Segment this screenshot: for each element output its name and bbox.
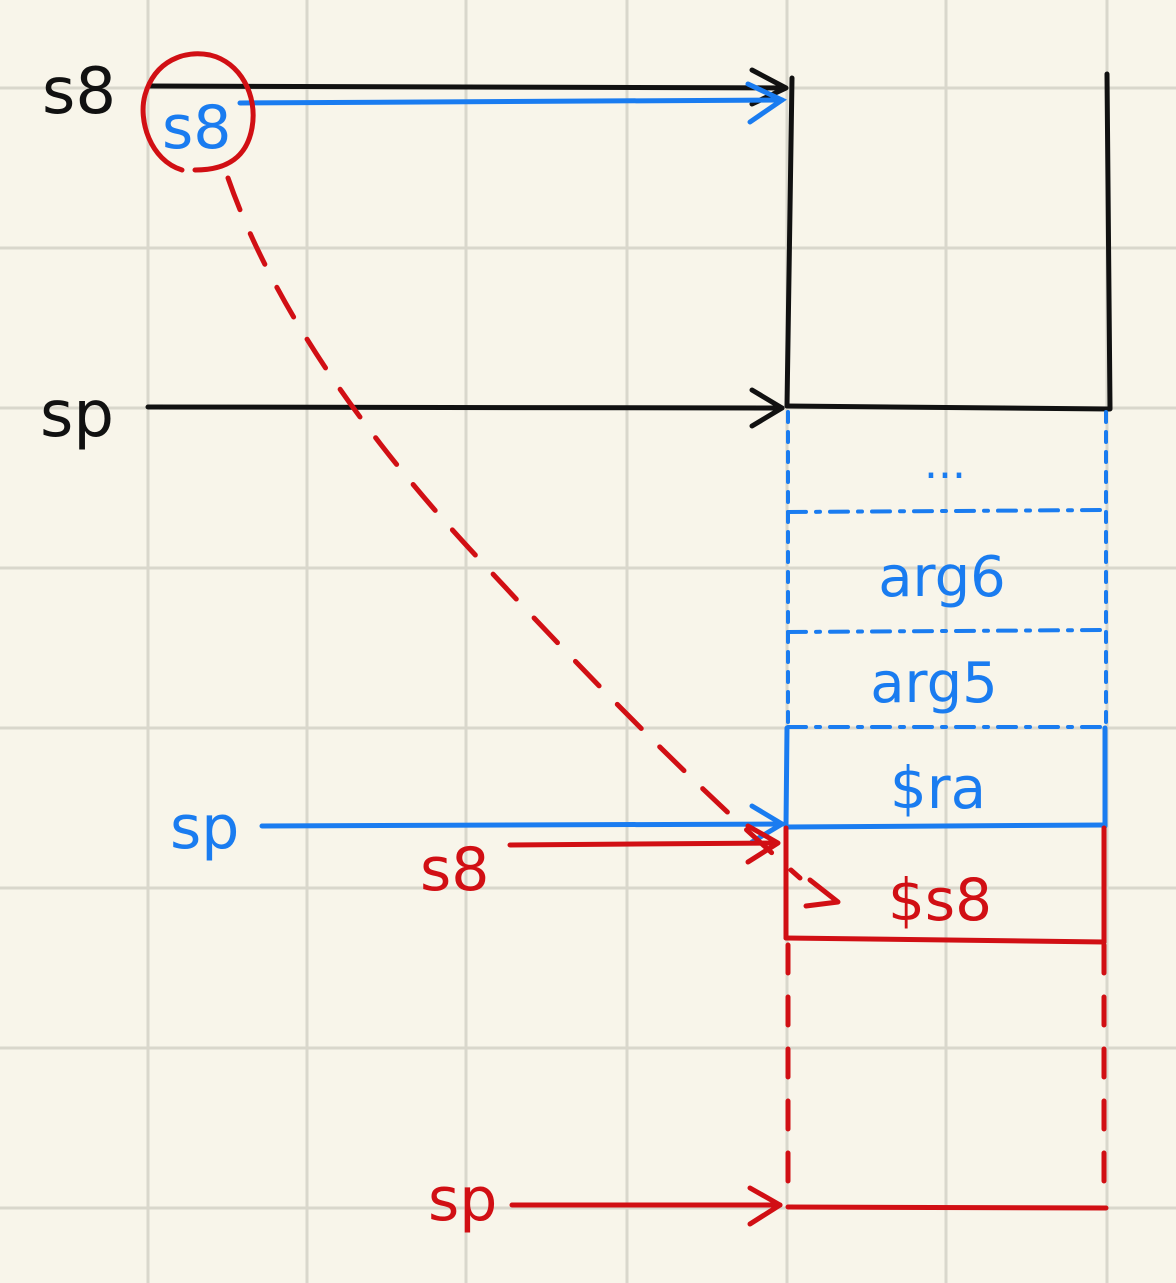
args-divider-2 [786,628,1108,634]
blue-sp-label: sp [170,793,239,863]
stack-cell-ra: $ra [890,754,986,822]
blue-s8-arrow [237,97,785,106]
black-sp-arrow [145,404,785,411]
red-sp-label: sp [428,1165,497,1235]
stack-cell-arg6: arg6 [878,545,1006,610]
args-frame [237,81,1108,845]
callee-frame [140,51,1109,1227]
black-sp-label: sp [40,378,114,452]
caller-frame-left-wall [784,75,795,409]
black-sp-arrowhead [749,387,785,429]
stack-cell-s8-saved: $s8 [888,866,992,934]
red-dashed-arrow [225,175,803,881]
blue-s8-arrowhead [745,81,788,125]
ra-cell-bottom [783,822,1108,830]
caller-frame-right-wall [1104,71,1113,411]
ra-cell-left [783,725,790,829]
stack-cell-arg5: arg5 [870,651,998,716]
args-divider-1 [786,508,1108,514]
callee-frame-bottom [785,1204,1109,1211]
red-dashed-arrowhead [803,877,841,909]
s8-highlight-circle [140,51,256,173]
red-s8-arrowhead [745,823,781,865]
red-s8-arrow [507,840,779,848]
red-sp-arrowhead [747,1185,783,1227]
caller-frame [145,67,1113,429]
stack-cell-ellipsis: ... [924,438,966,489]
blue-sp-arrow [259,821,785,829]
caller-frame-bottom [784,403,1113,412]
s8-cell-bottom [783,935,1107,945]
blue-s8-label: s8 [162,93,231,163]
black-s8-label: s8 [42,55,116,129]
black-s8-arrow [147,83,788,91]
red-s8-label: s8 [420,835,489,905]
